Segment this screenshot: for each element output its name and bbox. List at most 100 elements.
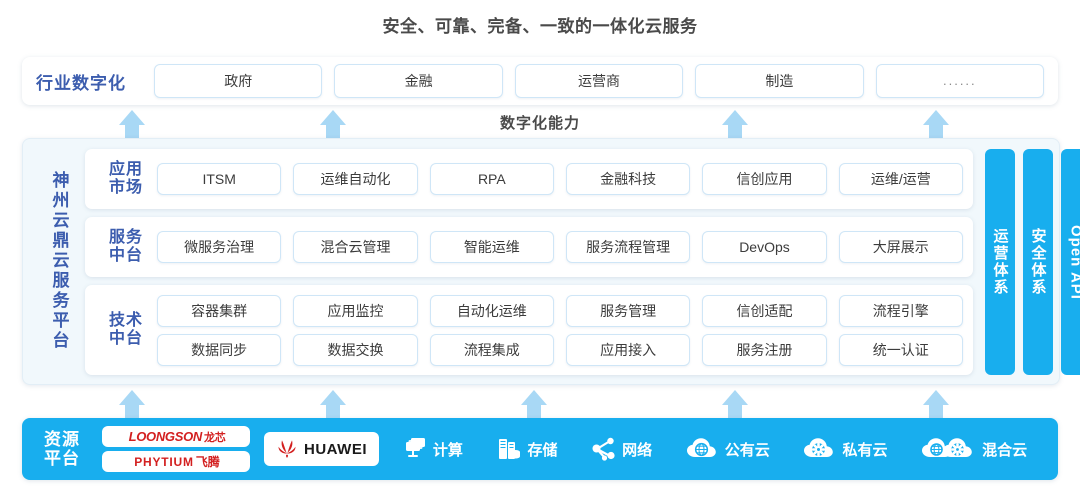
resource-item-label: 公有云 [724, 441, 770, 459]
layer-body-service-middle-platform: 微服务治理 混合云管理 智能运维 服务流程管理 DevOps 大屏展示 [157, 231, 963, 263]
resource-item-label: 私有云 [842, 441, 888, 459]
resource-label-line2: 平台 [44, 449, 80, 468]
layer-service-middle-platform: 服务 中台 微服务治理 混合云管理 智能运维 服务流程管理 DevOps 大屏展… [85, 217, 973, 277]
logo-loongson-latin: LOONGSON [128, 428, 203, 444]
industry-chip-finance[interactable]: 金融 [334, 64, 503, 98]
chip-ops-automation[interactable]: 运维自动化 [293, 163, 418, 195]
chip-automated-ops[interactable]: 自动化运维 [429, 294, 554, 327]
layer-label-line2: 中台 [108, 247, 143, 264]
capability-arrow-band: 数字化能力 [0, 108, 1080, 138]
resource-item-label: 混合云 [982, 441, 1028, 459]
chip-row: 容器集群 应用监控 自动化运维 服务管理 信创适配 流程引擎 [157, 294, 963, 327]
industry-chip-manufacturing[interactable]: 制造 [695, 64, 864, 98]
industry-digitalization-row: 行业数字化 政府 金融 运营商 制造 ...... [22, 57, 1058, 105]
resource-item-label: 计算 [432, 441, 463, 459]
layer-label-service-middle-platform: 服务 中台 [95, 229, 157, 265]
chip-intelligent-ops[interactable]: 智能运维 [429, 231, 554, 263]
layer-body-application-market: ITSM 运维自动化 RPA 金融科技 信创应用 运维/运营 [157, 163, 963, 195]
chip-ops-operations[interactable]: 运维/运营 [838, 163, 963, 195]
logo-huawei-text: HUAWEI [304, 440, 367, 458]
resource-platform-label: 资源 平台 [36, 430, 88, 468]
up-arrow-icon [923, 390, 949, 418]
chip-unified-authentication[interactable]: 统一认证 [838, 333, 963, 366]
chip-microservice-governance[interactable]: 微服务治理 [157, 231, 282, 263]
resource-item-private-cloud[interactable]: 私有云 [803, 436, 887, 462]
up-arrow-icon [119, 110, 145, 138]
industry-chip-more[interactable]: ...... [875, 64, 1045, 98]
chip-service-management[interactable]: 服务管理 [565, 294, 691, 327]
resource-item-public-cloud[interactable]: 公有云 [686, 436, 770, 462]
chip-fintech[interactable]: 金融科技 [565, 163, 691, 195]
chip-row: ITSM 运维自动化 RPA 金融科技 信创应用 运维/运营 [157, 163, 963, 195]
capability-label: 数字化能力 [499, 115, 580, 132]
chip-process-engine[interactable]: 流程引擎 [838, 294, 963, 327]
public-cloud-icon [686, 438, 716, 457]
chip-container-cluster[interactable]: 容器集群 [157, 294, 282, 327]
huawei-flower-icon [278, 440, 296, 458]
logo-phytium-latin: PHYTIUM [134, 455, 194, 469]
up-arrow-icon [521, 390, 547, 418]
chip-xinchuang-app[interactable]: 信创应用 [702, 163, 827, 195]
layer-application-market: 应用 市场 ITSM 运维自动化 RPA 金融科技 信创应用 运维/运营 [85, 149, 973, 209]
chip-dashboard-display[interactable]: 大屏展示 [838, 231, 963, 263]
up-arrow-icon [722, 110, 748, 138]
up-arrow-icon [119, 390, 145, 418]
cloud-service-platform-panel: 神州云鼎云服务平台 应用 市场 ITSM 运维自动化 RPA 金融科技 信创应用… [22, 138, 1080, 385]
pillar-open-api[interactable]: Open API [1061, 149, 1080, 375]
layer-label-line1: 应用 [108, 161, 143, 179]
pillar-operations-system[interactable]: 运营体系 [985, 149, 1015, 375]
industry-chip-government[interactable]: 政府 [154, 64, 323, 98]
layer-label-line1: 技术 [108, 312, 143, 330]
chip-application-access[interactable]: 应用接入 [565, 333, 691, 366]
logo-loongson-cn: 龙芯 [204, 431, 226, 444]
compute-icon [405, 438, 425, 457]
chip-devops[interactable]: DevOps [702, 231, 827, 263]
up-arrow-icon [722, 390, 748, 418]
layer-body-technical-middle-platform: 容器集群 应用监控 自动化运维 服务管理 信创适配 流程引擎 数据同步 数据交换… [157, 294, 963, 366]
chip-itsm[interactable]: ITSM [157, 163, 282, 195]
pillar-security-system[interactable]: 安全体系 [1023, 149, 1053, 375]
logo-huawei[interactable]: HUAWEI [264, 432, 379, 466]
chip-application-monitoring[interactable]: 应用监控 [293, 294, 418, 327]
logo-phytium-cn: 飞腾 [195, 455, 220, 469]
chip-process-integration[interactable]: 流程集成 [429, 333, 554, 366]
resource-item-list: 计算 存储 [385, 436, 1044, 462]
chip-row: 数据同步 数据交换 流程集成 应用接入 服务注册 统一认证 [157, 333, 963, 366]
resource-label-line1: 资源 [44, 429, 80, 449]
chip-service-process-management[interactable]: 服务流程管理 [565, 231, 691, 263]
resource-item-label: 存储 [527, 441, 558, 459]
layer-label-line2: 中台 [108, 330, 143, 347]
chip-xinchuang-adaptation[interactable]: 信创适配 [702, 294, 827, 327]
up-arrow-icon [923, 110, 949, 138]
hybrid-cloud-icon [922, 438, 972, 457]
platform-brand-label: 神州云鼎云服务平台 [49, 171, 69, 351]
layer-label-application-market: 应用 市场 [95, 161, 157, 197]
resource-item-compute[interactable]: 计算 [402, 436, 463, 462]
layer-label-line2: 市场 [108, 179, 143, 196]
chip-data-exchange[interactable]: 数据交换 [293, 333, 418, 366]
resource-item-network[interactable]: 网络 [591, 436, 652, 462]
chip-data-sync[interactable]: 数据同步 [157, 333, 282, 366]
chip-rpa[interactable]: RPA [429, 163, 554, 195]
chip-service-registry[interactable]: 服务注册 [702, 333, 827, 366]
resource-item-storage[interactable]: 存储 [496, 436, 557, 462]
network-icon [592, 437, 615, 461]
layer-label-technical-middle-platform: 技术 中台 [95, 312, 157, 348]
chip-row: 微服务治理 混合云管理 智能运维 服务流程管理 DevOps 大屏展示 [157, 231, 963, 263]
chip-hybrid-cloud-management[interactable]: 混合云管理 [293, 231, 418, 263]
storage-icon [499, 439, 521, 459]
up-arrow-icon [320, 390, 346, 418]
resource-item-label: 网络 [622, 441, 653, 459]
layer-label-line1: 服务 [108, 229, 143, 247]
resource-item-hybrid-cloud[interactable]: 混合云 [921, 436, 1027, 462]
industry-chip-telecom[interactable]: 运营商 [514, 64, 684, 98]
private-cloud-icon [804, 438, 834, 457]
industry-chip-list: 政府 金融 运营商 制造 ...... [154, 64, 1045, 98]
resource-arrow-band [0, 388, 1080, 418]
up-arrow-icon [320, 110, 346, 138]
layer-technical-middle-platform: 技术 中台 容器集群 应用监控 自动化运维 服务管理 信创适配 流程引擎 数据同… [85, 285, 973, 375]
